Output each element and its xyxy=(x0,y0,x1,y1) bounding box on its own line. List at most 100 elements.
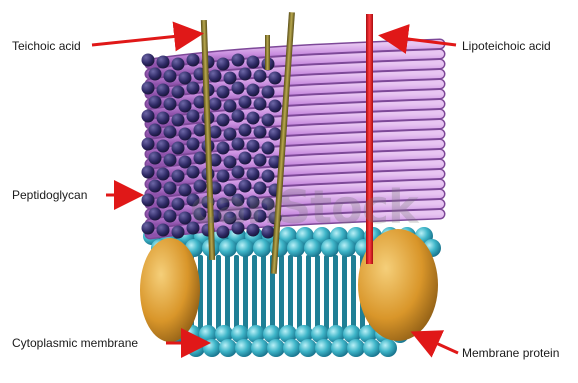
crosslink-bead xyxy=(239,152,252,165)
label-peptidoglycan: Peptidoglycan xyxy=(12,188,87,202)
crosslink-bead xyxy=(247,56,260,69)
phospholipid-head xyxy=(299,339,317,357)
crosslink-bead xyxy=(232,82,245,95)
crosslink-bead xyxy=(172,226,185,239)
label-membrane-protein: Membrane protein xyxy=(462,346,559,360)
crosslink-bead xyxy=(247,140,260,153)
phospholipid-head xyxy=(331,339,349,357)
crosslink-bead xyxy=(269,128,282,141)
crosslink-bead xyxy=(142,222,155,235)
phospholipid-head xyxy=(219,239,237,257)
phospholipid-head xyxy=(287,239,305,257)
lipid-tail xyxy=(342,255,347,330)
crosslink-bead xyxy=(254,126,267,139)
phospholipid-head xyxy=(363,339,381,357)
crosslink-bead xyxy=(269,100,282,113)
crosslink-bead xyxy=(254,70,267,83)
crosslink-bead xyxy=(254,154,267,167)
watermark: canStock xyxy=(190,180,418,234)
crosslink-bead xyxy=(164,210,177,223)
phospholipid-head xyxy=(203,339,221,357)
crosslink-bead xyxy=(269,72,282,85)
crosslink-bead xyxy=(149,96,162,109)
crosslink-bead xyxy=(172,198,185,211)
crosslink-bead xyxy=(262,142,275,155)
lipid-tail xyxy=(207,255,212,330)
crosslink-bead xyxy=(164,98,177,111)
crosslink-bead xyxy=(217,142,230,155)
arrow-teichoic-acid xyxy=(92,34,198,45)
crosslink-bead xyxy=(164,182,177,195)
crosslink-bead xyxy=(187,82,200,95)
crosslink-bead xyxy=(157,140,170,153)
crosslink-bead xyxy=(247,112,260,125)
lipid-tail xyxy=(216,255,221,330)
crosslink-bead xyxy=(149,68,162,81)
crosslink-bead xyxy=(149,152,162,165)
phospholipid-head xyxy=(379,339,397,357)
crosslink-bead xyxy=(149,124,162,137)
label-cytoplasmic-membrane: Cytoplasmic membrane xyxy=(12,336,138,350)
crosslink-bead xyxy=(254,98,267,111)
crosslink-bead xyxy=(232,166,245,179)
phospholipid-head xyxy=(315,339,333,357)
crosslink-bead xyxy=(239,96,252,109)
phospholipid-head xyxy=(267,339,285,357)
teichoic-acid-rod-3 xyxy=(265,35,270,70)
crosslink-bead xyxy=(239,124,252,137)
crosslink-bead xyxy=(194,152,207,165)
crosslink-bead xyxy=(217,58,230,71)
phospholipid-head xyxy=(338,239,356,257)
crosslink-bead xyxy=(157,196,170,209)
phospholipid-head xyxy=(321,239,339,257)
crosslink-bead xyxy=(209,70,222,83)
phospholipid-head xyxy=(283,339,301,357)
lipid-tail xyxy=(333,255,338,330)
phospholipid-head xyxy=(219,339,237,357)
crosslink-bead xyxy=(262,86,275,99)
crosslink-bead xyxy=(164,126,177,139)
crosslink-bead xyxy=(157,112,170,125)
crosslink-bead xyxy=(187,138,200,151)
lipid-tail xyxy=(288,255,293,330)
crosslink-bead xyxy=(247,84,260,97)
crosslink-bead xyxy=(172,86,185,99)
crosslink-bead xyxy=(142,54,155,67)
phospholipid-head xyxy=(347,339,365,357)
crosslink-bead xyxy=(157,224,170,237)
crosslink-bead xyxy=(232,138,245,151)
crosslink-bead xyxy=(172,142,185,155)
crosslink-bead xyxy=(157,168,170,181)
crosslink-bead xyxy=(209,98,222,111)
phospholipid-head xyxy=(304,239,322,257)
membrane-protein-left xyxy=(140,238,200,342)
crosslink-bead xyxy=(232,54,245,67)
crosslink-bead xyxy=(142,194,155,207)
lipid-tail xyxy=(261,255,266,330)
crosslink-bead xyxy=(157,56,170,69)
crosslink-bead xyxy=(217,114,230,127)
crosslink-bead xyxy=(187,166,200,179)
crosslink-bead xyxy=(164,154,177,167)
lipid-tail xyxy=(225,255,230,330)
phospholipid-head xyxy=(251,339,269,357)
crosslink-bead xyxy=(157,84,170,97)
crosslink-bead xyxy=(172,58,185,71)
crosslink-bead xyxy=(187,54,200,67)
lipid-tail xyxy=(324,255,329,330)
crosslink-bead xyxy=(172,170,185,183)
label-lipoteichoic-acid: Lipoteichoic acid xyxy=(462,39,551,53)
crosslink-bead xyxy=(164,70,177,83)
crosslink-bead xyxy=(149,180,162,193)
crosslink-bead xyxy=(187,110,200,123)
lipid-tail xyxy=(351,255,356,330)
crosslink-bead xyxy=(217,86,230,99)
crosslink-bead xyxy=(262,114,275,127)
lipid-tail xyxy=(315,255,320,330)
crosslink-bead xyxy=(247,168,260,181)
crosslink-bead xyxy=(142,110,155,123)
crosslink-bead xyxy=(142,82,155,95)
crosslink-bead xyxy=(142,166,155,179)
lipid-tail xyxy=(279,255,284,330)
